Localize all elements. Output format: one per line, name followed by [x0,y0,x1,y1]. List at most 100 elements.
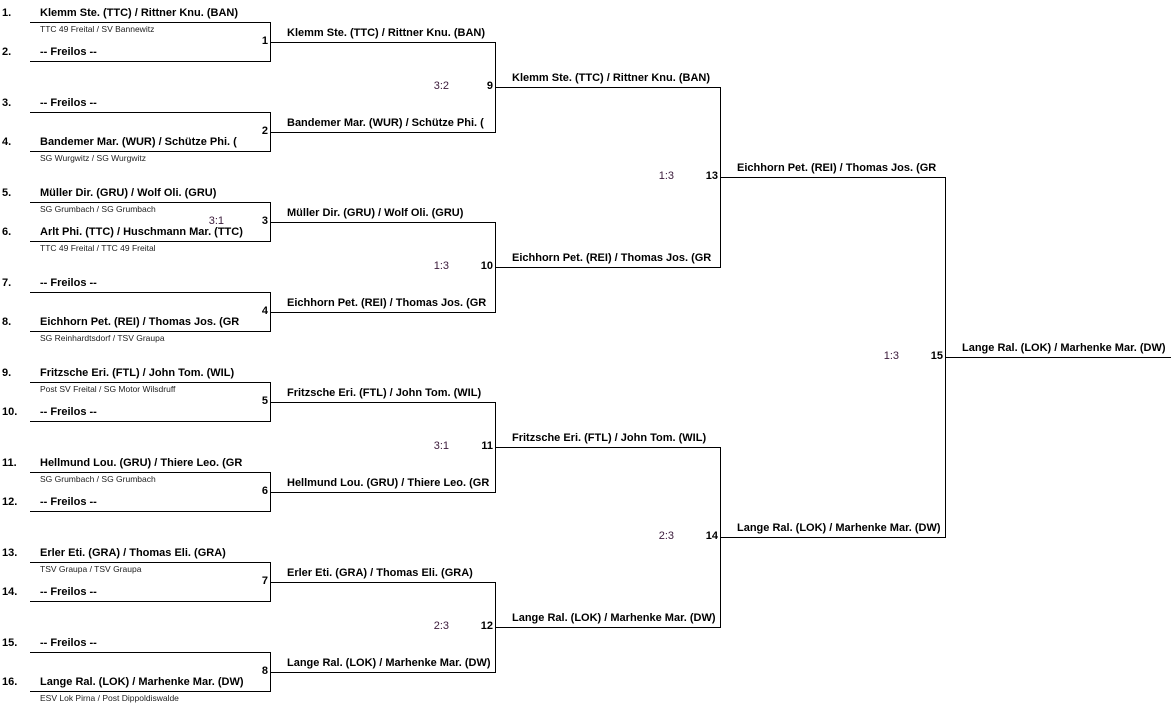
winner-line [270,132,495,133]
match-score: 1:3 [433,260,449,272]
match-number: 10 [480,260,493,272]
entry-club: SG Grumbach / SG Grumbach [40,474,156,484]
entry-name: Erler Eti. (GRA) / Thomas Eli. (GRA) [40,547,226,559]
winner-line [495,87,720,88]
entry-name: -- Freilos -- [40,97,97,109]
winner-name: Fritzsche Eri. (FTL) / John Tom. (WIL) [512,432,707,444]
entry-name: Eichhorn Pet. (REI) / Thomas Jos. (GR [40,316,240,328]
match-number: 6 [261,485,268,497]
seed-number: 10. [2,406,18,418]
winner-line [720,537,945,538]
winner-line [270,492,495,493]
entry-line [30,22,270,23]
entry-line [30,241,270,242]
winner-name: Lange Ral. (LOK) / Marhenke Mar. (DW) [512,612,716,624]
match-number: 1 [261,35,268,47]
entry-club: SG Grumbach / SG Grumbach [40,204,156,214]
seed-number: 1. [2,7,12,19]
entry-name: -- Freilos -- [40,586,97,598]
seed-number: 7. [2,277,12,289]
entry-name: Fritzsche Eri. (FTL) / John Tom. (WIL) [40,367,235,379]
winner-name: Lange Ral. (LOK) / Marhenke Mar. (DW) [962,342,1166,354]
winner-name: Lange Ral. (LOK) / Marhenke Mar. (DW) [287,657,491,669]
entry-line [30,292,270,293]
seed-number: 8. [2,316,12,328]
seed-number: 13. [2,547,18,559]
match-score: 3:2 [433,80,449,92]
winner-name: Bandemer Mar. (WUR) / Schütze Phi. ( [287,117,484,129]
match-number: 7 [261,575,268,587]
seed-number: 16. [2,676,18,688]
winner-line [270,402,495,403]
match-score: 2:3 [433,620,449,632]
match-number: 12 [480,620,493,632]
entry-name: -- Freilos -- [40,406,97,418]
entry-line [30,202,270,203]
entry-line [30,472,270,473]
entry-name: Lange Ral. (LOK) / Marhenke Mar. (DW) [40,676,244,688]
entry-line [30,511,270,512]
seed-number: 14. [2,586,18,598]
entry-name: Bandemer Mar. (WUR) / Schütze Phi. ( [40,136,237,148]
entry-club: TSV Graupa / TSV Graupa [40,564,142,574]
winner-name: Eichhorn Pet. (REI) / Thomas Jos. (GR [512,252,712,264]
match-number: 4 [261,305,268,317]
winner-name: Hellmund Lou. (GRU) / Thiere Leo. (GR [287,477,490,489]
seed-number: 2. [2,46,12,58]
seed-number: 5. [2,187,12,199]
entry-club: SG Wurgwitz / SG Wurgwitz [40,153,146,163]
entry-club: TTC 49 Freital / SV Bannewitz [40,24,155,34]
entry-name: -- Freilos -- [40,277,97,289]
winner-line [495,267,720,268]
entry-line [30,112,270,113]
entry-club: TTC 49 Freital / TTC 49 Freital [40,243,156,253]
entry-name: Hellmund Lou. (GRU) / Thiere Leo. (GR [40,457,243,469]
winner-line [720,177,945,178]
seed-number: 15. [2,637,18,649]
seed-number: 3. [2,97,12,109]
match-number: 8 [261,665,268,677]
winner-name: Erler Eti. (GRA) / Thomas Eli. (GRA) [287,567,473,579]
entry-line [30,382,270,383]
entry-name: Klemm Ste. (TTC) / Rittner Knu. (BAN) [40,7,238,19]
seed-number: 12. [2,496,18,508]
match-number: 11 [481,440,493,452]
entry-line [30,421,270,422]
match-score: 1:3 [883,350,899,362]
winner-line [270,222,495,223]
match-number: 14 [705,530,718,542]
winner-line [270,582,495,583]
entry-name: -- Freilos -- [40,637,97,649]
winner-name: Klemm Ste. (TTC) / Rittner Knu. (BAN) [512,72,710,84]
entry-club: ESV Lok Pirna / Post Dippoldiswalde [40,693,179,703]
entry-line [30,151,270,152]
entry-name: Müller Dir. (GRU) / Wolf Oli. (GRU) [40,187,217,199]
winner-line [495,627,720,628]
match-number: 5 [261,395,268,407]
entry-name: -- Freilos -- [40,46,97,58]
entry-line [30,61,270,62]
entry-name: Arlt Phi. (TTC) / Huschmann Mar. (TTC) [40,226,243,238]
match-number: 13 [705,170,718,182]
winner-name: Fritzsche Eri. (FTL) / John Tom. (WIL) [287,387,482,399]
winner-line [270,42,495,43]
match-number: 2 [261,125,268,137]
winner-line [270,312,495,313]
match-score: 1:3 [658,170,674,182]
entry-club: Post SV Freital / SG Motor Wilsdruff [40,384,176,394]
entry-club: SG Reinhardtsdorf / TSV Graupa [40,333,165,343]
winner-line [270,672,495,673]
match-number: 3 [261,215,268,227]
seed-number: 6. [2,226,12,238]
winner-name: Eichhorn Pet. (REI) / Thomas Jos. (GR [737,162,937,174]
match-number: 15 [930,350,943,362]
entry-name: -- Freilos -- [40,496,97,508]
entry-line [30,562,270,563]
entry-line [30,601,270,602]
winner-line [495,447,720,448]
winner-name: Eichhorn Pet. (REI) / Thomas Jos. (GR [287,297,487,309]
winner-name: Klemm Ste. (TTC) / Rittner Knu. (BAN) [287,27,485,39]
winner-line [945,357,1171,358]
seed-number: 4. [2,136,12,148]
